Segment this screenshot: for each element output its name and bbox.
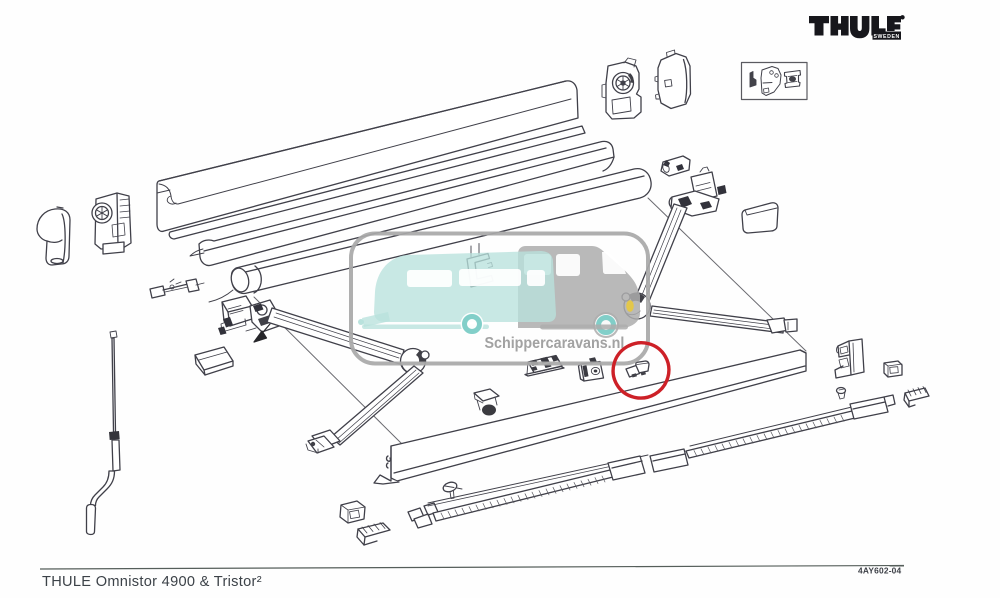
- svg-text:THULE Omnistor 4900 & Tristor²: THULE Omnistor 4900 & Tristor²: [42, 574, 262, 590]
- svg-text:Schippercaravans.nl: Schippercaravans.nl: [485, 334, 625, 352]
- svg-text:4AY602-04: 4AY602-04: [858, 566, 902, 576]
- svg-text:SWEDEN: SWEDEN: [874, 34, 900, 40]
